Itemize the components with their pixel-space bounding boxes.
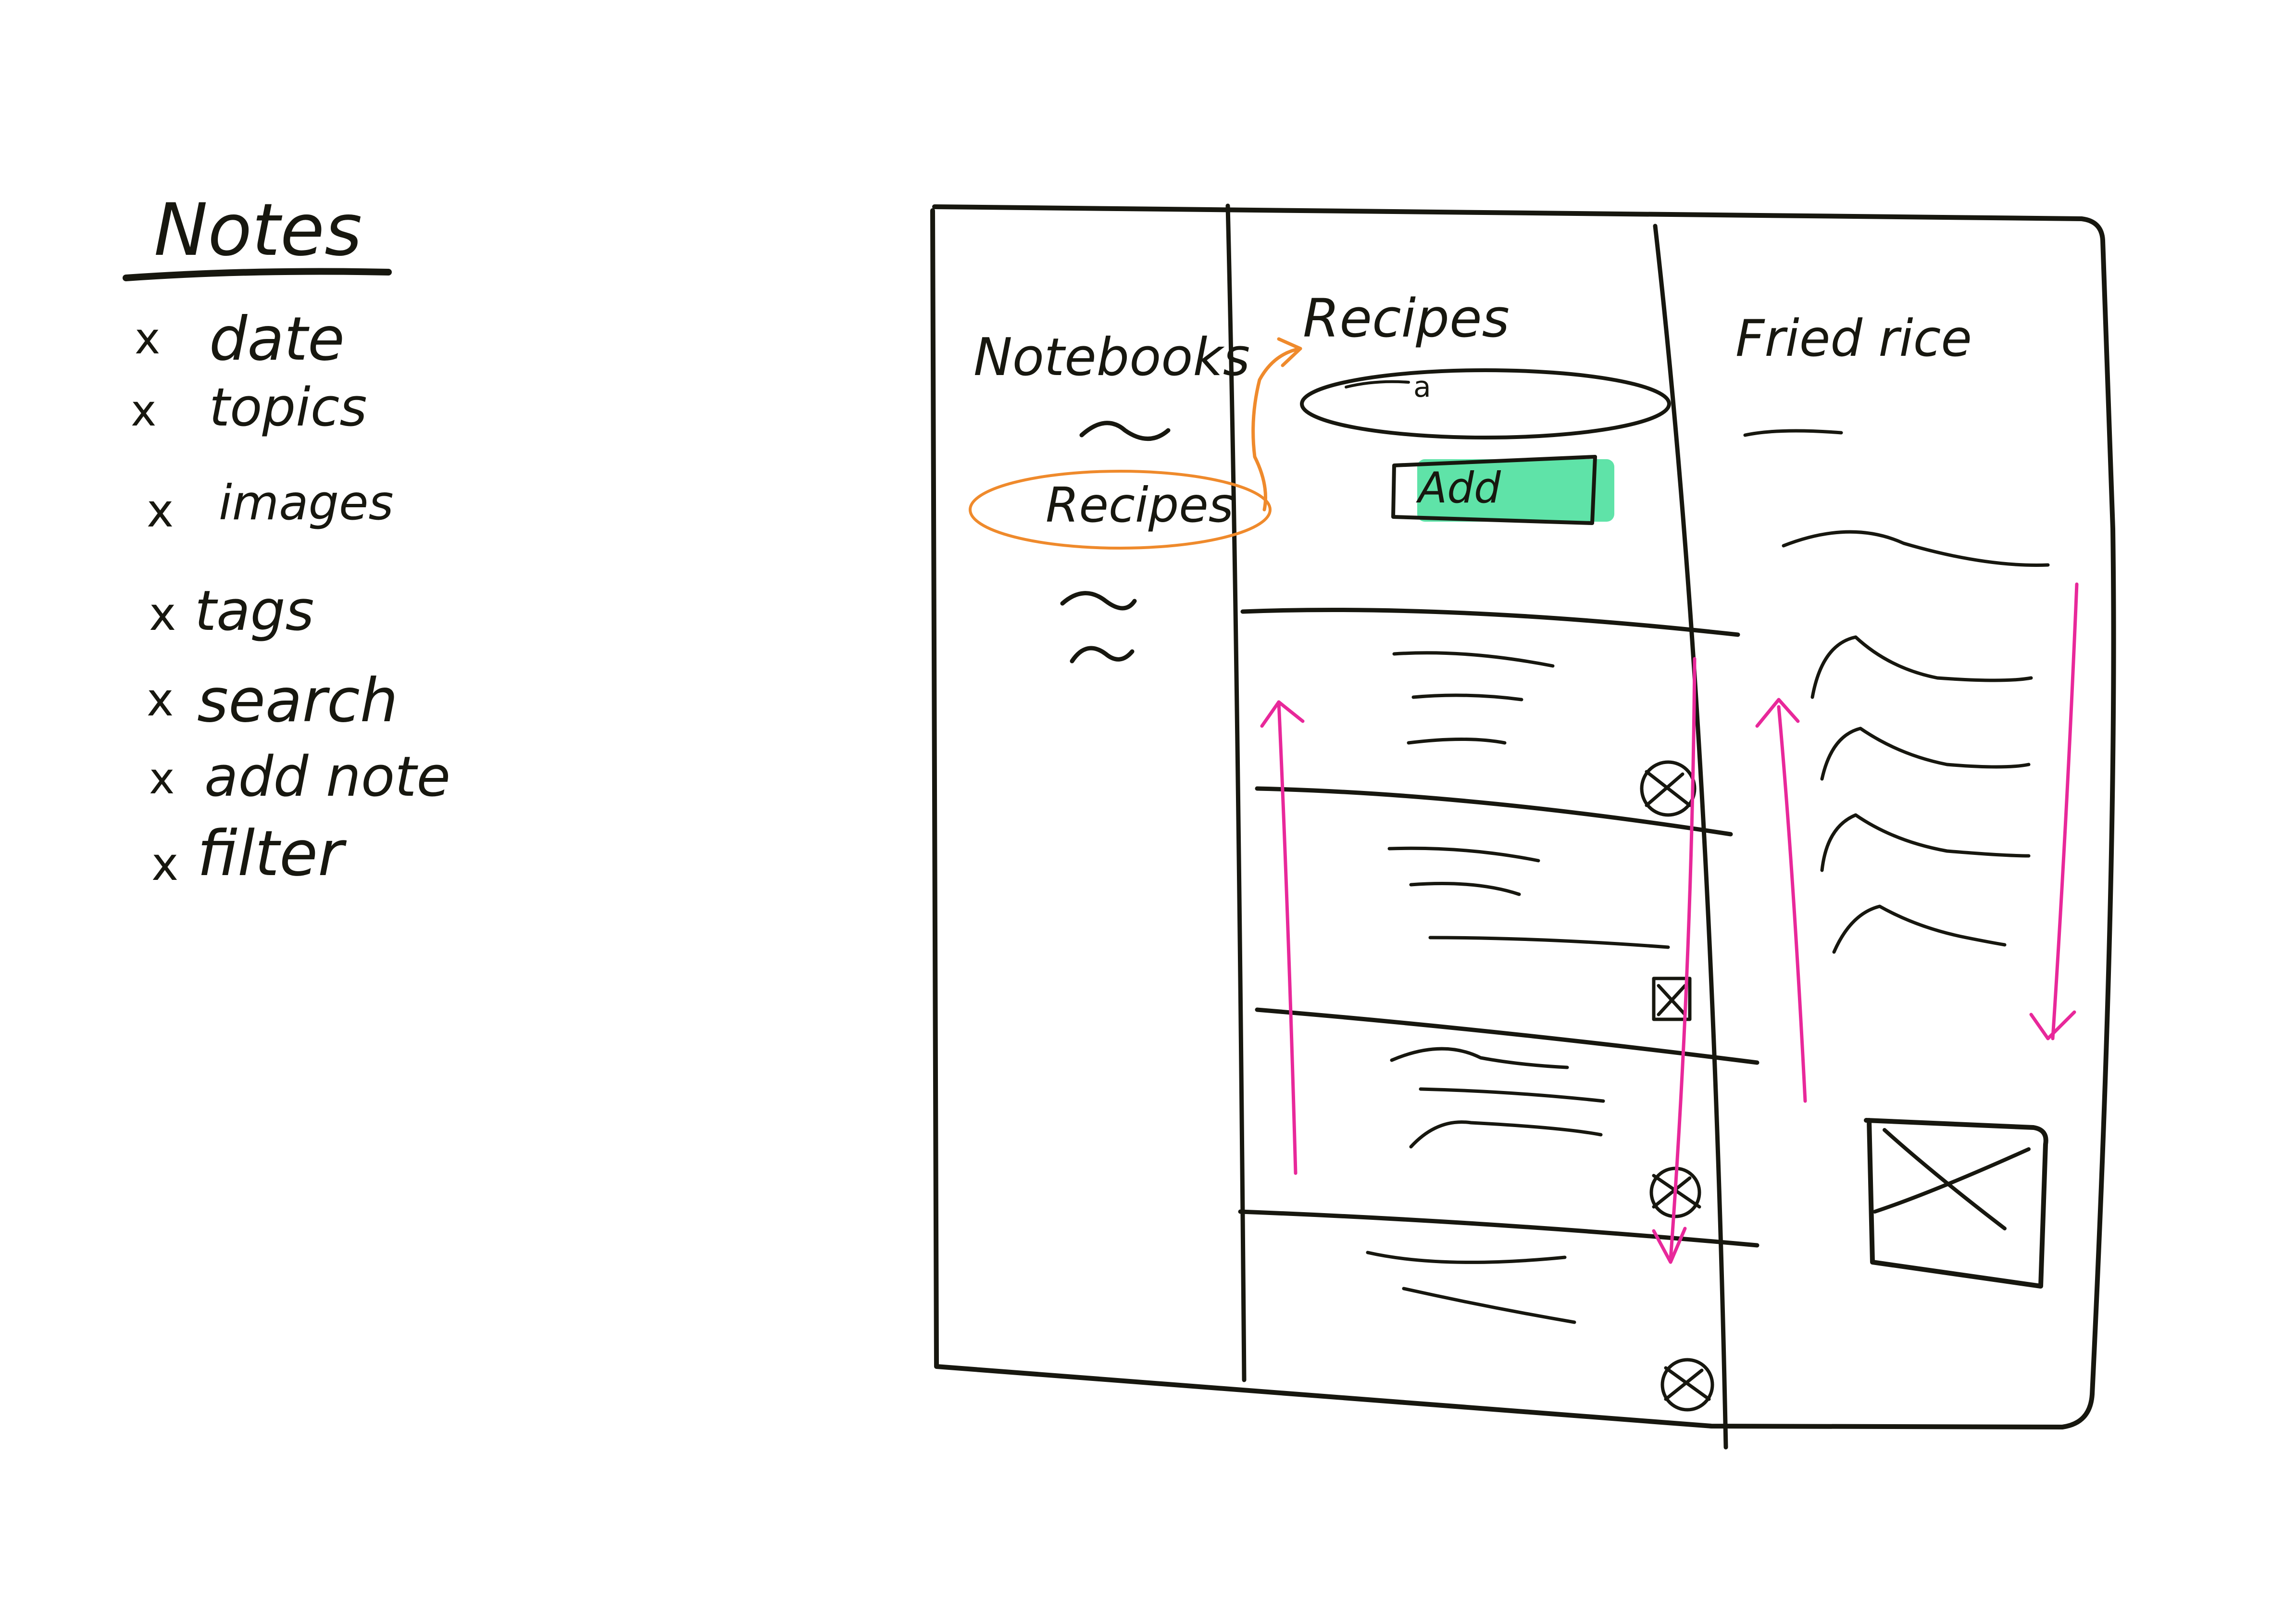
notes-title-underline bbox=[123, 268, 392, 281]
text-placeholder bbox=[1387, 846, 1540, 863]
notebook-placeholder-2 bbox=[1060, 591, 1137, 611]
add-note-button[interactable]: Add bbox=[1391, 455, 1614, 525]
notes-item-date: x date bbox=[135, 304, 345, 374]
check-mark: x bbox=[147, 674, 174, 727]
notes-item-label: filter bbox=[197, 817, 347, 890]
text-placeholder bbox=[1366, 1251, 1567, 1264]
image-placeholder bbox=[1864, 1118, 2048, 1289]
check-mark: x bbox=[149, 588, 176, 641]
search-field-outline bbox=[1300, 368, 1671, 439]
notebook-item-recipes[interactable]: Recipes bbox=[969, 470, 1272, 550]
check-mark: x bbox=[147, 485, 174, 538]
text-placeholder bbox=[1392, 651, 1555, 668]
scroll-down-arrow bbox=[1669, 657, 1697, 1262]
notes-item-search: x search bbox=[147, 666, 398, 736]
list-item[interactable] bbox=[1366, 1251, 1714, 1412]
list-row-divider-1 bbox=[1240, 607, 1740, 637]
recipes-column: Recipes a Add bbox=[1238, 288, 1759, 1412]
text-placeholder bbox=[1409, 882, 1521, 896]
detail-text-placeholder bbox=[1820, 727, 2031, 781]
scroll-down-arrow bbox=[2051, 582, 2079, 1040]
detail-text-placeholder bbox=[1782, 530, 2050, 567]
notebook-placeholder-1 bbox=[1079, 421, 1171, 441]
notes-item-tags: x tags bbox=[149, 579, 314, 643]
detail-subtitle-placeholder bbox=[1743, 429, 1843, 437]
scroll-down-arrow-head bbox=[2029, 1010, 2076, 1040]
add-button-fill bbox=[1417, 459, 1614, 522]
selection-arrow bbox=[1251, 347, 1302, 512]
notes-item-add-note: x add note bbox=[149, 745, 450, 809]
text-placeholder bbox=[1411, 693, 1523, 702]
text-placeholder bbox=[1428, 936, 1670, 949]
notes-item-label: tags bbox=[195, 579, 314, 643]
image-attachment-icon bbox=[1640, 760, 1697, 817]
scroll-up-arrow-head bbox=[1260, 700, 1305, 728]
check-mark: x bbox=[131, 386, 156, 436]
notes-list: Notes x date x topics x images x tags x … bbox=[123, 188, 450, 891]
image-attachment-icon bbox=[1660, 1358, 1714, 1412]
notes-item-label: date bbox=[209, 304, 345, 374]
notebooks-column: Notebooks Recipes bbox=[969, 327, 1302, 664]
notes-item-label: topics bbox=[209, 376, 367, 438]
notebooks-heading: Notebooks bbox=[973, 327, 1250, 388]
detail-text-placeholder bbox=[1810, 635, 2033, 699]
notes-item-images: x images bbox=[147, 475, 394, 538]
column-divider-2 bbox=[1653, 224, 1728, 1450]
text-placeholder bbox=[1390, 1047, 1569, 1069]
scroll-up-arrow bbox=[1777, 705, 1807, 1103]
notebook-item-label: Recipes bbox=[1046, 477, 1234, 533]
add-button-label: Add bbox=[1416, 463, 1501, 513]
search-underline bbox=[1345, 380, 1410, 388]
selection-circle bbox=[969, 470, 1272, 550]
list-item[interactable] bbox=[1387, 846, 1692, 1021]
scroll-up-arrow bbox=[1277, 700, 1298, 1175]
detail-text-placeholder bbox=[1832, 904, 2007, 954]
check-mark: x bbox=[151, 838, 178, 891]
notes-item-topics: x topics bbox=[131, 376, 367, 438]
add-button-outline bbox=[1391, 455, 1597, 525]
text-placeholder bbox=[1409, 1120, 1603, 1149]
window-outline bbox=[930, 204, 2116, 1429]
search-query-text: a bbox=[1413, 370, 1431, 404]
detail-column: Fried rice bbox=[1735, 309, 2079, 1289]
notes-item-label: search bbox=[197, 666, 398, 736]
notes-title: Notes bbox=[154, 188, 362, 272]
list-item[interactable] bbox=[1392, 651, 1697, 817]
check-mark: x bbox=[149, 753, 175, 804]
detail-heading: Fried rice bbox=[1735, 309, 1972, 368]
column-divider-1 bbox=[1225, 203, 1247, 1382]
notes-item-label: add note bbox=[204, 745, 450, 809]
text-placeholder bbox=[1402, 1287, 1576, 1324]
notes-item-label: images bbox=[219, 475, 394, 531]
text-placeholder bbox=[1407, 738, 1507, 745]
list-row-divider-3 bbox=[1255, 1007, 1759, 1065]
app-wireframe: Notebooks Recipes Recipes a Add bbox=[930, 203, 2116, 1450]
notebook-placeholder-3 bbox=[1070, 646, 1135, 664]
detail-text-placeholder bbox=[1820, 813, 2031, 872]
search-input[interactable]: a bbox=[1300, 368, 1671, 439]
text-placeholder bbox=[1419, 1087, 1605, 1103]
image-attachment-icon bbox=[1652, 977, 1692, 1021]
scroll-up-arrow-head bbox=[1755, 698, 1800, 728]
notes-item-filter: x filter bbox=[151, 817, 347, 891]
recipes-heading: Recipes bbox=[1303, 288, 1510, 349]
list-row-divider-2 bbox=[1255, 786, 1733, 837]
scroll-down-arrow-head bbox=[1652, 1227, 1687, 1264]
selection-arrow-head bbox=[1277, 337, 1302, 367]
check-mark: x bbox=[135, 313, 160, 364]
list-item[interactable] bbox=[1390, 1047, 1701, 1218]
